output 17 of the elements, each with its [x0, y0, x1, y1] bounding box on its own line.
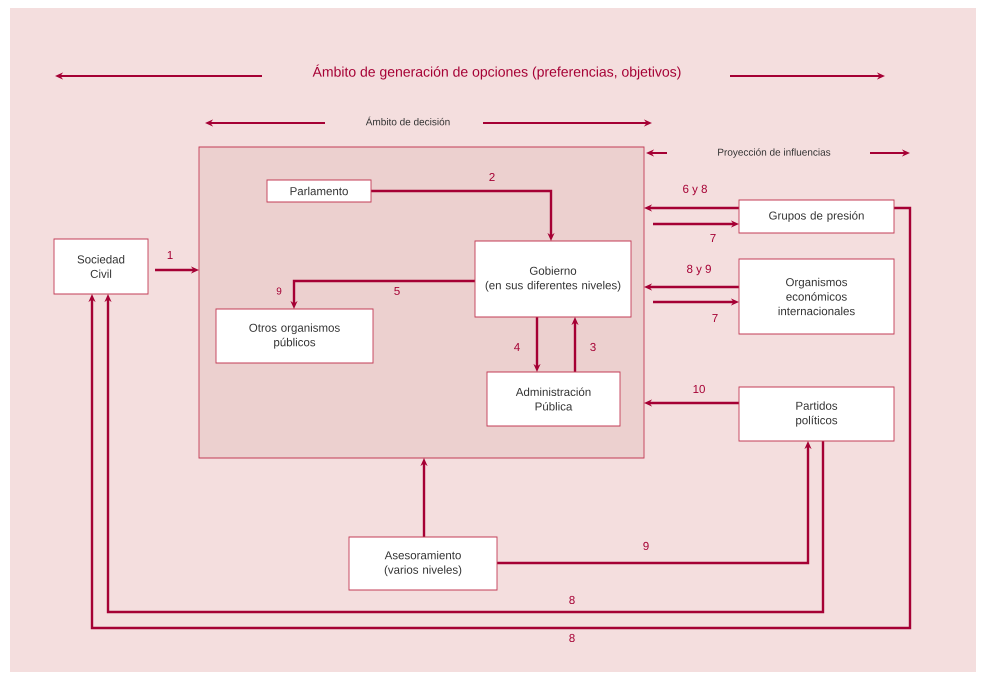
process-box: Gobierno (en sus diferentes niveles): [474, 240, 632, 318]
process-box: Otros organismos públicos: [216, 308, 374, 364]
arrow: [88, 206, 912, 630]
scope-label: Ámbito de decisión: [366, 116, 450, 126]
process-box: Organismos económicos internacionales: [738, 258, 894, 334]
scope-label: Ámbito de generación de opciones (preferencias, objetivos): [312, 64, 680, 80]
edge-label: 6 y 8: [682, 184, 708, 196]
process-box: Asesoramiento (varios niveles): [348, 536, 498, 590]
process-box: Administración Pública: [486, 372, 620, 426]
edge-label: 8 y 9: [686, 264, 712, 276]
scope-label: Proyección de influencias: [718, 148, 830, 158]
edge-label: 10: [692, 384, 706, 394]
process-box: Grupos de presión: [738, 200, 894, 234]
callout-number: 9: [276, 287, 282, 295]
process-box: Partidos políticos: [738, 386, 894, 442]
process-box: Parlamento: [266, 180, 372, 202]
process-box: Sociedad Civil: [54, 238, 148, 294]
